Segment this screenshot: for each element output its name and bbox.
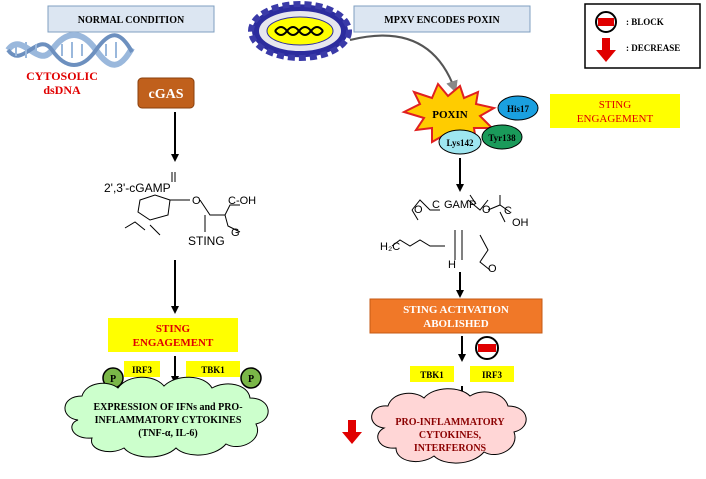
tbk1-label-right: TBK1 [420,370,444,380]
svg-text:O: O [192,195,201,207]
engagement-left-line1: STING [156,323,191,335]
virus-to-poxin-arrow [349,34,458,93]
tbk1-label-left: TBK1 [201,365,225,375]
irf3-label-left: IRF3 [132,365,152,375]
left-header-text: NORMAL CONDITION [78,15,185,26]
right-header-text: MPXV ENCODES POXIN [384,15,500,26]
cgas-box: cGAS [137,77,195,109]
lys142-oval: Lys142 [438,129,482,155]
sting-label-left: STING [188,234,225,248]
sting-engagement-left: STING ENGAGEMENT [108,318,238,352]
expression-line3: (TNF-α, IL-6) [138,428,197,439]
cytokines-cloud: PRO-INFLAMMATORY CYTOKINES, INTERFERONS [371,388,527,464]
cgamp-label-right: GAMP [444,199,476,211]
engagement-left-line2: ENGAGEMENT [133,337,214,349]
svg-text:O: O [482,204,491,216]
decrease-arrow-icon [596,38,616,62]
cgamp-structure-right [391,194,511,271]
svg-text:C-OH: C-OH [228,195,256,207]
decrease-arrow-right [342,420,362,444]
engagement-right-line1: STING [599,99,631,111]
his17-label: His17 [507,104,530,114]
expression-cloud: EXPRESSION OF IFNs and PRO- INFLAMMATORY… [64,376,269,458]
svg-text:C: C [432,199,440,211]
p-label-irf3: P [110,374,116,385]
block-icon [595,11,617,33]
irf3-box-right: IRF3 [470,366,514,382]
cgamp-label-left: 2',3'-cGAMP [104,181,171,195]
his17-oval: His17 [497,95,539,121]
irf3-label-right: IRF3 [482,370,502,380]
cytokines-line2: CYTOKINES, [419,430,482,441]
tyr138-oval: Tyr138 [481,124,523,150]
engagement-right-line2: ENGAGEMENT [577,113,654,125]
irf3-box-left: IRF3 [124,361,160,377]
svg-text:H: H [448,259,456,271]
cytokines-line1: PRO-INFLAMMATORY [395,417,505,428]
svg-text:OH: OH [512,217,529,229]
svg-text:H₂C: H₂C [380,241,400,253]
legend-block-label: : BLOCK [626,17,664,27]
right-header: MPXV ENCODES POXIN [353,5,531,33]
sting-activation-abolished-box: STING ACTIVATION ABOLISHED [369,298,543,334]
expression-line1: EXPRESSION OF IFNs and PRO- [93,402,242,413]
phospho-p-icon-irf3: P [102,367,124,389]
expression-line2: INFLAMMATORY CYTOKINES [95,415,242,426]
lys142-label: Lys142 [446,138,474,148]
left-header: NORMAL CONDITION [47,5,215,33]
tyr138-label: Tyr138 [488,133,516,143]
block-icon-right [475,336,499,360]
tbk1-box-right: TBK1 [410,366,454,382]
mpxv-virus-icon [248,1,352,61]
svg-text:O: O [414,204,423,216]
legend-decrease-label: : DECREASE [626,43,680,53]
cytosolic-label: CYTOSOLIC [26,69,98,83]
cytokines-line3: INTERFERONS [414,443,487,454]
cgas-label: cGAS [149,87,184,102]
poxin-burst: POXIN [401,82,497,148]
dsdna-icon [5,32,135,68]
svg-text:G: G [231,227,240,239]
phospho-p-icon-tbk1: P [240,367,262,389]
tbk1-box-left: TBK1 [186,361,240,377]
p-label-tbk1: P [248,374,254,385]
activation-line1: STING ACTIVATION [403,304,509,316]
poxin-label: POXIN [432,109,468,121]
svg-text:O: O [488,263,497,275]
svg-text:C: C [504,205,512,217]
cgamp-structure-left [124,172,241,236]
dsdna-label: dsDNA [43,83,81,97]
activation-line2: ABOLISHED [423,318,488,330]
legend: : BLOCK : DECREASE [584,3,701,69]
sting-engagement-right: STING ENGAGEMENT [550,94,680,128]
